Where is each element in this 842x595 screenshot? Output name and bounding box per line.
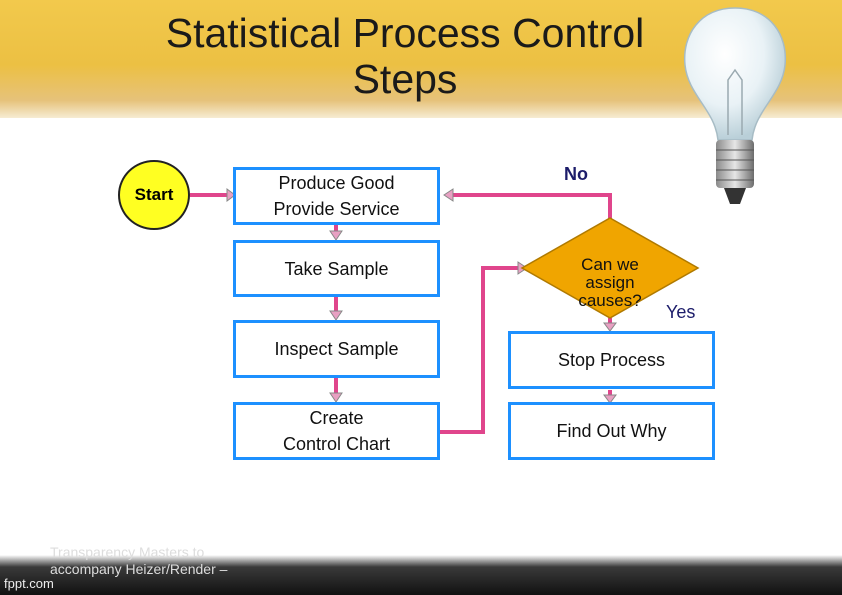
start-node: Start bbox=[118, 160, 190, 230]
arrowhead-inspect-create bbox=[330, 393, 342, 402]
find-out-why-box: Find Out Why bbox=[508, 402, 715, 460]
stop-process-box: Stop Process bbox=[508, 331, 715, 389]
arrowhead-decision-stop bbox=[604, 323, 616, 331]
take-sample-box: Take Sample bbox=[233, 240, 440, 297]
connector-decision-no bbox=[452, 195, 610, 223]
footer-logo: fppt.com bbox=[4, 576, 54, 591]
arrowhead-produce-take bbox=[330, 231, 342, 240]
create-line-1: Create bbox=[283, 405, 390, 431]
inspect-sample-box: Inspect Sample bbox=[233, 320, 440, 378]
take-sample-label: Take Sample bbox=[236, 243, 437, 294]
produce-good-label: Produce Good Provide Service bbox=[236, 170, 437, 222]
inspect-sample-label: Inspect Sample bbox=[236, 323, 437, 375]
decision-line-2: assign bbox=[560, 274, 660, 292]
produce-good-line-2: Provide Service bbox=[273, 196, 399, 222]
yes-label: Yes bbox=[666, 302, 695, 323]
stop-process-label: Stop Process bbox=[511, 334, 712, 386]
footer-text: Transparency Masters to accompany Heizer… bbox=[50, 544, 250, 578]
arrowhead-no bbox=[444, 189, 453, 201]
produce-good-line-1: Produce Good bbox=[273, 170, 399, 196]
decision-line-3: causes? bbox=[560, 292, 660, 310]
create-control-chart-label: Create Control Chart bbox=[236, 405, 437, 457]
create-line-2: Control Chart bbox=[283, 431, 390, 457]
no-label: No bbox=[564, 164, 588, 185]
arrowhead-take-inspect bbox=[330, 311, 342, 320]
find-out-why-label: Find Out Why bbox=[511, 405, 712, 457]
create-control-chart-box: Create Control Chart bbox=[233, 402, 440, 460]
produce-good-box: Produce Good Provide Service bbox=[233, 167, 440, 225]
decision-line-1: Can we bbox=[560, 256, 660, 274]
decision-label: Can we assign causes? bbox=[560, 256, 660, 310]
